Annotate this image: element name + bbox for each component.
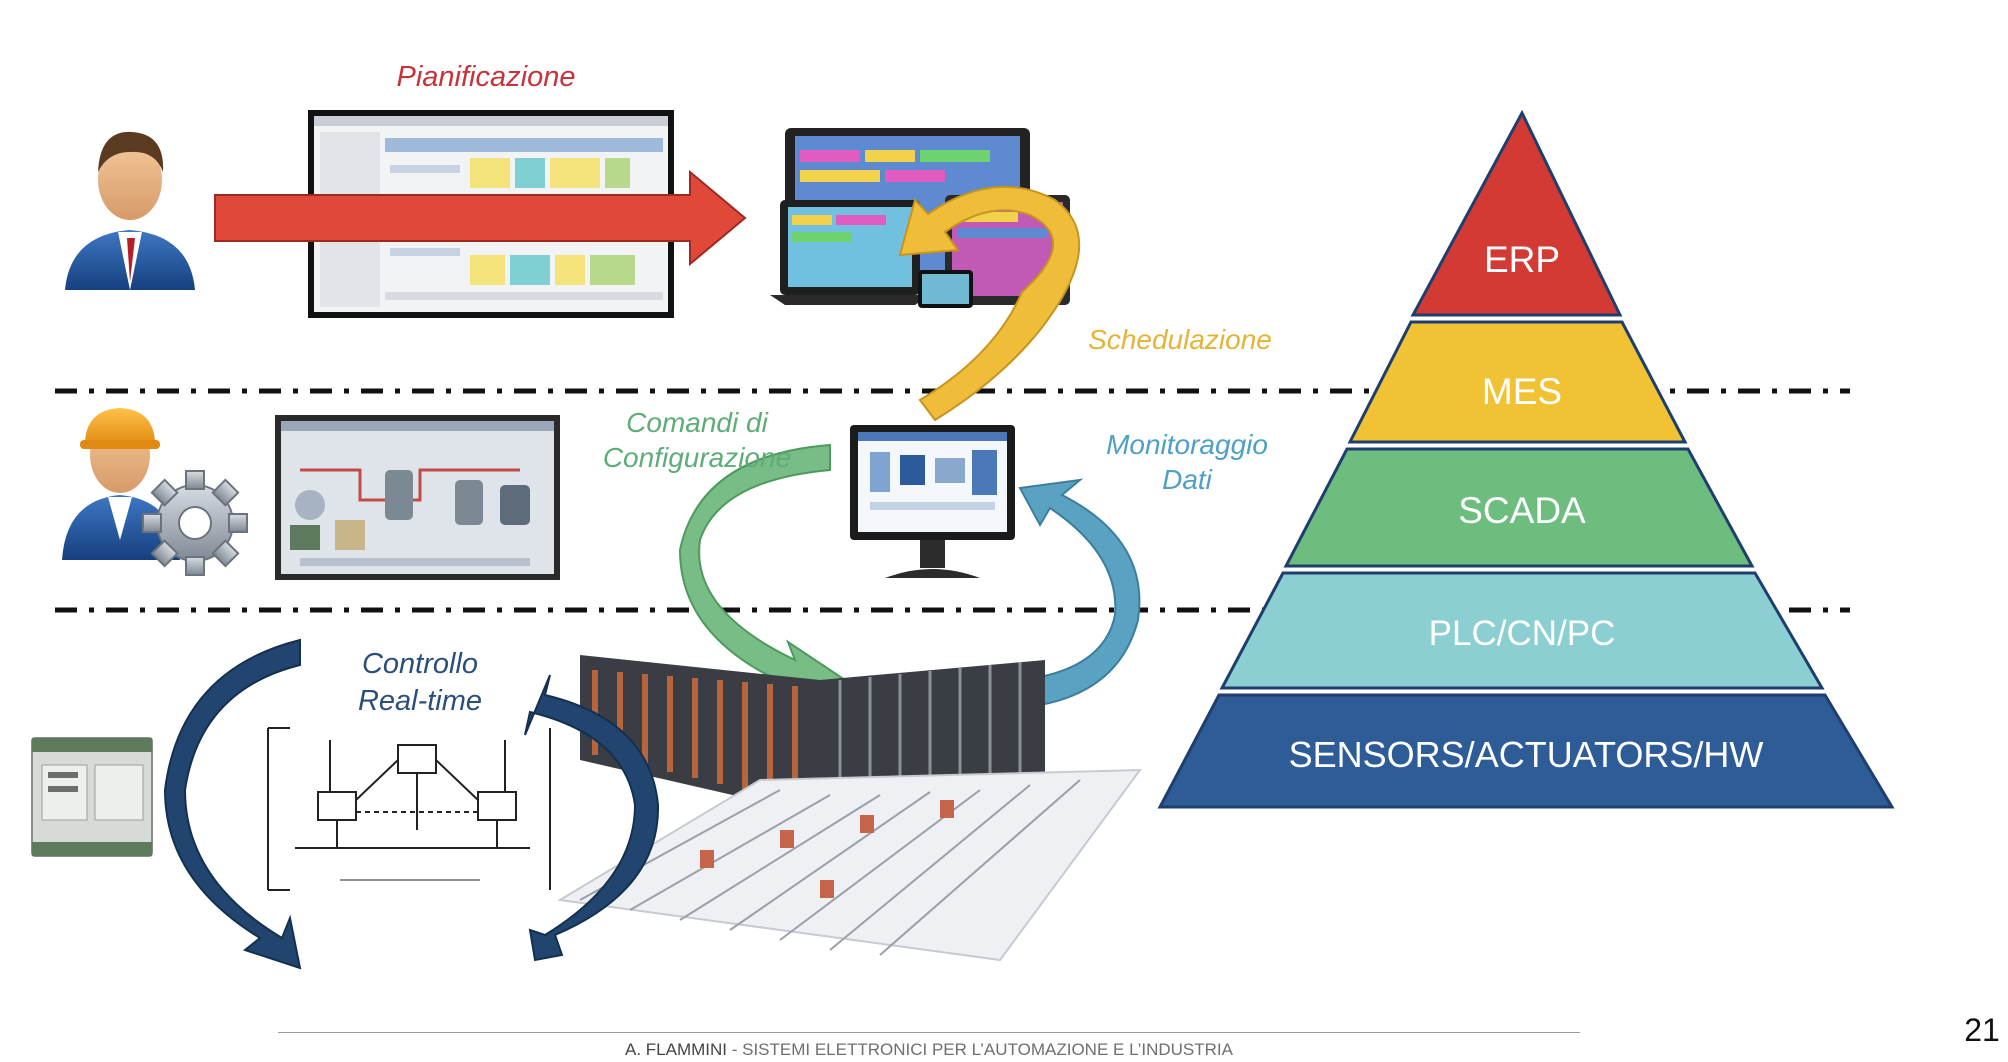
scheduling-arrow xyxy=(898,185,1081,422)
settings-gear-icon xyxy=(142,470,248,576)
control-block-diagram xyxy=(267,727,551,891)
footer-author: A. FLAMMINI xyxy=(624,1040,727,1059)
label-monitoring-line1: Monitoraggio xyxy=(1106,429,1268,460)
pyramid-label-scada: SCADA xyxy=(1458,490,1586,531)
label-control-line2: Real-time xyxy=(358,685,482,717)
realtime-control-arrow-right xyxy=(524,674,660,962)
pyramid-label-mes: MES xyxy=(1482,371,1562,412)
footer-title: SISTEMI ELETTRONICI PER L’AUTOMAZIONE E … xyxy=(742,1040,1233,1059)
pyramid-level-sensors xyxy=(1157,693,1895,809)
planning-arrow xyxy=(214,169,747,267)
label-monitoring-line2: Dati xyxy=(1162,464,1213,495)
label-configuration-line2: Configurazione xyxy=(603,442,791,473)
footer-separator: - xyxy=(727,1040,743,1059)
pyramid-level-plc xyxy=(1219,571,1825,690)
pyramid-level-mes xyxy=(1347,320,1688,444)
label-planning: Pianificazione xyxy=(397,61,576,93)
pyramid-label-erp: ERP xyxy=(1484,239,1560,280)
automated-warehouse-image xyxy=(557,655,1143,962)
label-scheduling: Schedulazione xyxy=(1088,324,1272,355)
pyramid-level-erp xyxy=(1410,109,1623,317)
realtime-control-arrow-left xyxy=(163,638,302,970)
operator-person-icon xyxy=(62,408,180,560)
page-number: 21 xyxy=(1964,1012,2000,1048)
label-control-line1: Controllo xyxy=(362,648,478,680)
manager-person-icon xyxy=(65,131,195,290)
scada-monitor-image xyxy=(850,425,1015,578)
pyramid-label-sensors: SENSORS/ACTUATORS/HW xyxy=(1289,734,1764,775)
plc-device-image xyxy=(31,737,153,857)
footer: A. FLAMMINI - SISTEMI ELETTRONICI PER L’… xyxy=(0,1040,1858,1060)
scada-screenshot xyxy=(275,415,560,580)
automation-pyramid: ERP MES SCADA PLC/CN/PC SENSORS/ACTUATOR… xyxy=(1157,109,1895,809)
pyramid-label-plc: PLC/CN/PC xyxy=(1429,614,1616,653)
pyramid-level-scada xyxy=(1283,447,1755,568)
footer-divider xyxy=(278,1032,1580,1033)
configuration-arrow xyxy=(678,443,848,707)
label-configuration-line1: Comandi di xyxy=(626,407,768,438)
